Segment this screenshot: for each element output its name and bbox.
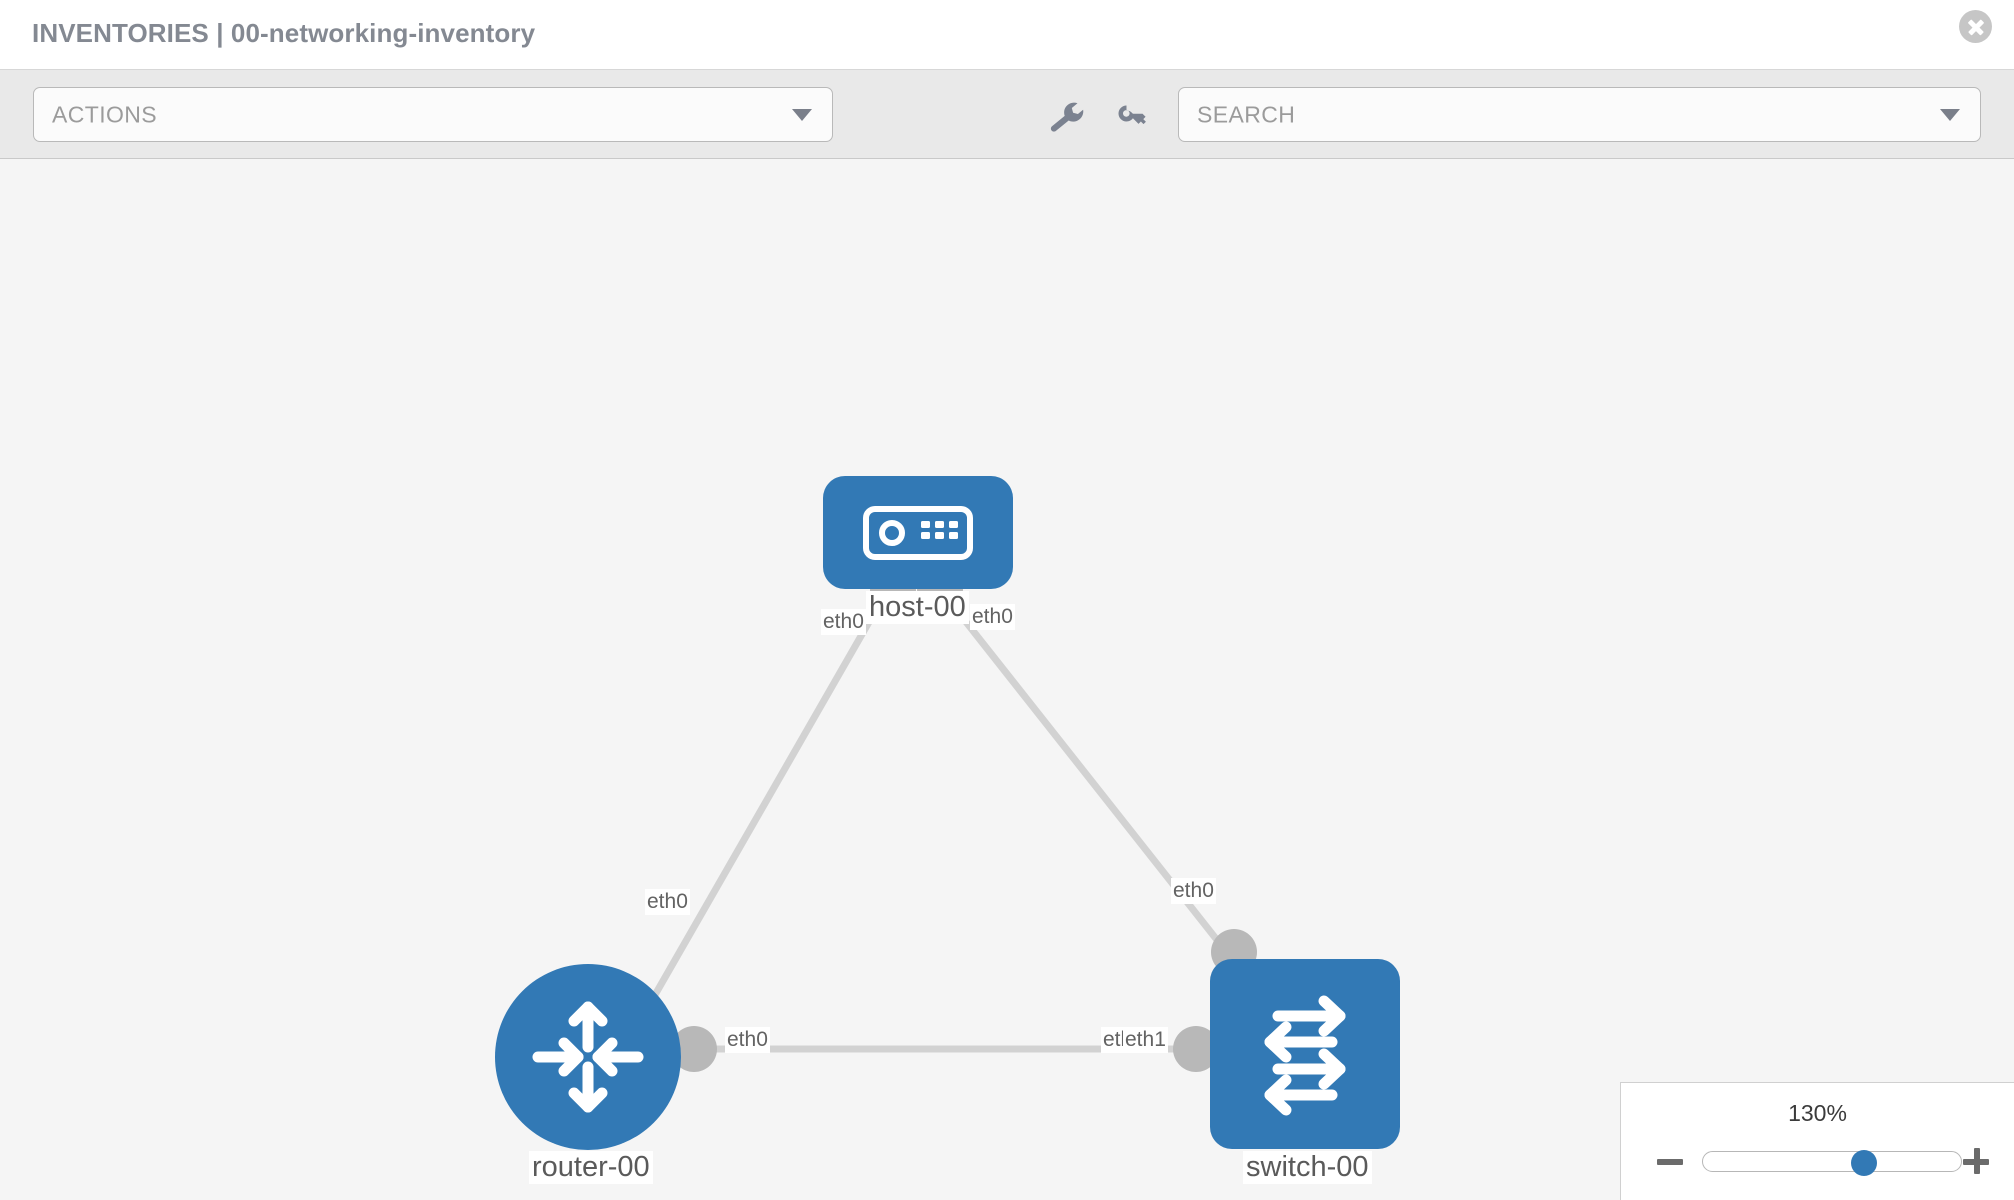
iface-label-switch-up: eth0: [1171, 878, 1216, 904]
topology-edges: [636, 566, 1257, 1072]
zoom-control: 130%: [1620, 1082, 2014, 1200]
node-label-switch-00: switch-00: [1243, 1151, 1372, 1184]
connector-switch-left: [1173, 1026, 1219, 1072]
node-host-00[interactable]: [823, 476, 1013, 589]
actions-dropdown[interactable]: ACTIONS: [33, 87, 833, 142]
iface-label-router-up: eth0: [645, 889, 690, 915]
iface-label-router-right: eth0: [725, 1027, 770, 1053]
zoom-slider[interactable]: [1702, 1150, 1962, 1176]
node-label-host-00: host-00: [866, 591, 969, 624]
zoom-level-value: 130%: [1788, 1100, 1847, 1126]
chevron-down-icon: [792, 108, 812, 121]
edge-host-router: [636, 587, 892, 1023]
actions-dropdown-label: ACTIONS: [52, 101, 158, 127]
router-four-arrows-icon: [532, 1001, 644, 1113]
plus-icon[interactable]: [1960, 1145, 1992, 1177]
node-label-router-00: router-00: [529, 1151, 653, 1184]
wrench-icon[interactable]: [1046, 100, 1086, 134]
iface-label-host-left: eth0: [821, 609, 866, 635]
search-input[interactable]: SEARCH: [1178, 87, 1981, 142]
switch-arrows-icon: [1264, 995, 1346, 1116]
page-header: INVENTORIES | 00-networking-inventory: [0, 0, 2014, 70]
server-device-icon: [863, 505, 973, 560]
connector-router-right: [671, 1026, 717, 1072]
toolbar: ACTIONS SEARCH: [0, 70, 2014, 159]
page-title: INVENTORIES | 00-networking-inventory: [32, 18, 536, 48]
node-router-00[interactable]: [495, 964, 681, 1150]
iface-label-switch-left: eth1: [1123, 1027, 1168, 1053]
minus-icon[interactable]: [1654, 1145, 1686, 1177]
iface-label-host-right: eth0: [970, 604, 1015, 630]
close-icon[interactable]: [1959, 10, 1992, 43]
search-placeholder: SEARCH: [1197, 101, 1296, 127]
topology-canvas[interactable]: host-00 router-00 switch-00 eth0 eth0 et…: [0, 159, 2014, 1200]
chevron-down-icon: [1940, 108, 1960, 121]
zoom-slider-thumb[interactable]: [1851, 1150, 1877, 1176]
node-switch-00[interactable]: [1210, 959, 1400, 1149]
zoom-slider-row: [1621, 1141, 2014, 1181]
key-icon[interactable]: [1114, 100, 1154, 134]
